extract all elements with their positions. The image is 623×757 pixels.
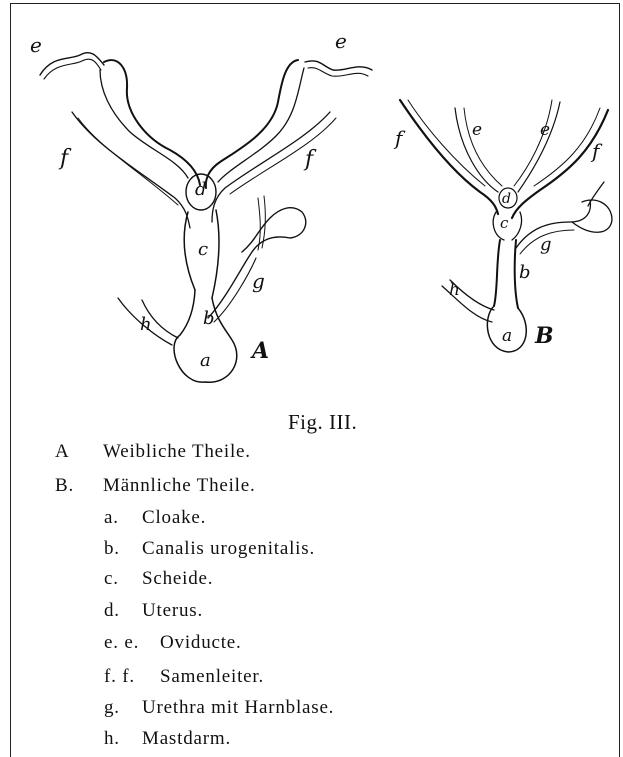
legend-item: d.Uterus. (104, 600, 203, 622)
legend-item: e. e.Oviducte. (104, 632, 242, 654)
diagram-a-duct-f-left (72, 112, 190, 228)
legend-group-letter: B. (55, 475, 103, 497)
legend-item-text: Samenleiter. (160, 666, 264, 687)
diagram-b-label-b: b (519, 262, 531, 283)
legend-item-text: Uterus. (142, 600, 203, 621)
legend-item-text: Cloake. (142, 507, 206, 528)
anatomical-figure: e e f f d c g b h a A f e e f d c g b h … (0, 0, 623, 410)
legend-group-letter: A (55, 441, 103, 463)
diagram-a-label-f-left: f (58, 146, 72, 171)
diagram-a-panel-letter: A (250, 338, 269, 364)
legend-item-text: Scheide. (142, 568, 213, 589)
diagram-a-label-h: h (140, 314, 152, 335)
diagram-b-duct-e-right (518, 102, 560, 192)
legend-group-row: B.Männliche Theile. (55, 475, 256, 497)
diagram-a-label-d: d (195, 179, 207, 200)
diagram-b-label-c: c (500, 214, 509, 232)
legend-item-letter: d. (104, 600, 142, 622)
diagram-a-urethra (208, 208, 306, 318)
legend-item-text: Urethra mit Harnblase. (142, 697, 334, 718)
diagram-b-label-f-right: f (590, 139, 603, 163)
diagram-a (40, 53, 372, 383)
diagram-a-horn-left (104, 60, 200, 185)
diagram-a-label-c: c (198, 239, 208, 260)
legend-item-letter: c. (104, 568, 142, 590)
diagram-a-label-e-left: e (30, 33, 42, 57)
diagram-b-panel-letter: B (534, 323, 554, 349)
legend-item-text: Canalis urogenitalis. (142, 538, 315, 559)
diagram-a-horn-right (206, 60, 298, 188)
diagram-b-duct-f-left (400, 100, 498, 214)
legend-item: c.Scheide. (104, 568, 213, 590)
legend-item: a.Cloake. (104, 507, 206, 529)
diagram-a-label-g: g (252, 269, 265, 293)
diagram-b-label-g: g (540, 234, 552, 255)
legend-item-letter: g. (104, 697, 142, 719)
legend-item-letter: e. e. (104, 632, 160, 654)
diagram-a-label-f-right: f (303, 147, 317, 172)
diagram-a-label-a: a (200, 350, 211, 371)
legend-group-text: Weibliche Theile. (103, 441, 251, 462)
legend-item-text: Oviducte. (160, 632, 242, 653)
diagram-b-label-e-left: e (472, 120, 482, 140)
legend-item: f. f.Samenleiter. (104, 666, 264, 688)
diagram-b-duct-f-right (512, 110, 608, 218)
legend-item-text: Mastdarm. (142, 728, 231, 749)
diagram-a-oviduct-right (305, 61, 372, 70)
diagram-b-label-h: h (449, 280, 460, 300)
diagram-b-canal (494, 240, 518, 308)
diagram-b-label-d: d (502, 191, 511, 207)
diagram-b-label-e-right: e (540, 120, 550, 140)
legend-item-letter: b. (104, 538, 142, 560)
legend-item-letter: h. (104, 728, 142, 750)
legend-item-letter: a. (104, 507, 142, 529)
diagram-b-label-f-left: f (393, 126, 406, 150)
diagram-b-urethra (516, 182, 612, 248)
legend-group-text: Männliche Theile. (103, 475, 256, 496)
legend-item-letter: f. f. (104, 666, 160, 688)
diagram-a-label-b: b (203, 308, 215, 329)
legend-item: g.Urethra mit Harnblase. (104, 697, 334, 719)
legend-item: b.Canalis urogenitalis. (104, 538, 315, 560)
diagram-b-label-a: a (502, 326, 512, 346)
diagram-a-label-e-right: e (335, 29, 347, 53)
figure-caption: Fig. III. (288, 410, 357, 435)
legend-item: h.Mastdarm. (104, 728, 231, 750)
